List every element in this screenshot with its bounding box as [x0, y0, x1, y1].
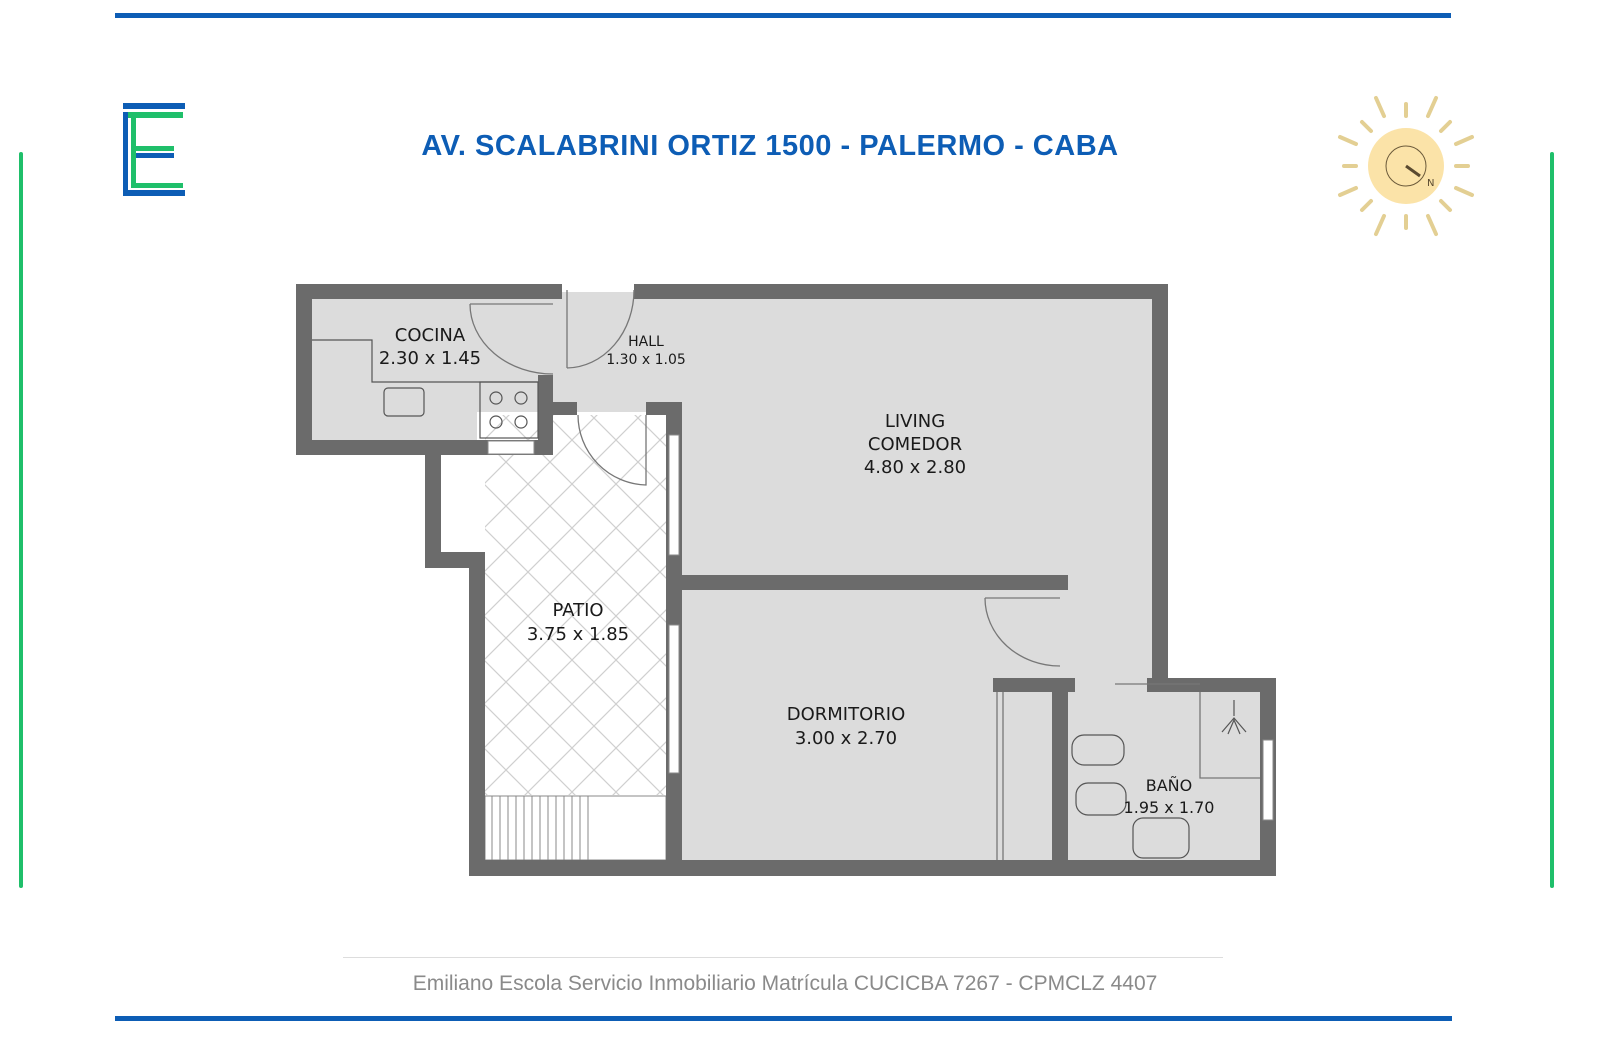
page-title: AV. SCALABRINI ORTIZ 1500 - PALERMO - CA… [421, 130, 1119, 162]
footer-text: Emiliano Escola Servicio Inmobiliario Ma… [412, 972, 1158, 995]
stove-icon [479, 381, 539, 439]
bathroom-sink-icon [1132, 817, 1190, 859]
room-name-dormitorio: DORMITORIO [787, 704, 906, 725]
windows [487, 434, 1274, 821]
brand-logo [123, 103, 185, 196]
room-size-hall: 1.30 x 1.05 [606, 352, 686, 368]
bottom-border-line [115, 1016, 1452, 1021]
room-floors [304, 292, 1268, 868]
room-name-patio: PATIO [552, 600, 603, 621]
room-name-bano: BAÑO [1146, 776, 1192, 795]
kitchen-sink-icon [383, 387, 425, 417]
room-name-living: LIVING [885, 411, 945, 432]
room-name-comedor: COMEDOR [868, 434, 962, 455]
sun-compass-icon: N [1338, 96, 1474, 236]
room-size-cocina: 2.30 x 1.45 [379, 348, 481, 369]
bidet-icon [1071, 734, 1125, 766]
room-name-hall: HALL [628, 334, 664, 350]
room-size-dormitorio: 3.00 x 2.70 [795, 728, 897, 749]
shower-icon [1221, 700, 1247, 735]
toilet-icon [1075, 782, 1127, 816]
compass-north-label: N [1427, 178, 1434, 189]
doors [469, 289, 1260, 860]
left-accent-line [19, 152, 23, 888]
room-name-cocina: COCINA [395, 325, 466, 346]
room-size-bano: 1.95 x 1.70 [1124, 798, 1215, 817]
top-border-line [115, 13, 1451, 18]
patio-grill [484, 795, 667, 861]
right-accent-line [1550, 152, 1554, 888]
fixtures [312, 339, 1247, 859]
room-size-living: 4.80 x 2.80 [864, 457, 966, 478]
room-size-patio: 3.75 x 1.85 [527, 624, 629, 645]
footer-divider [343, 957, 1223, 958]
